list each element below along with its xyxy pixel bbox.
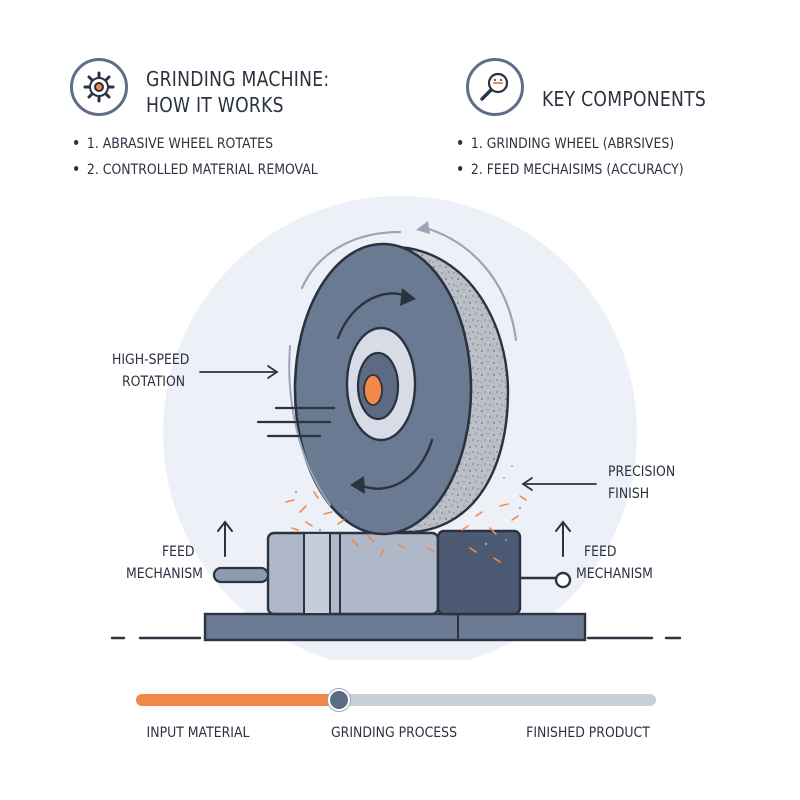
right-housing <box>436 529 522 616</box>
bullet-dot <box>458 165 463 171</box>
sparks <box>285 491 527 563</box>
feed-left-up-arrow <box>217 520 233 557</box>
left-panel-title-line2: HOW IT WORKS <box>146 93 284 117</box>
speed-lines <box>256 406 336 438</box>
base-plate <box>203 612 587 642</box>
precision-pointer-arrow <box>521 477 597 491</box>
left-feed-shaft <box>212 566 270 584</box>
precision-label-line2: FINISH <box>608 486 650 502</box>
feed-left-label-line1: FEED <box>162 544 195 560</box>
left-bullet-2-text: 2. CONTROLLED MATERIAL REMOVAL <box>86 162 318 178</box>
high-speed-label-line1: HIGH-SPEED <box>112 352 190 368</box>
stage-finished-product: FINISHED PRODUCT <box>526 725 650 741</box>
right-bullet-1-text: 1. GRINDING WHEEL (ABRSIVES) <box>470 136 675 152</box>
stage-input-material: INPUT MATERIAL <box>146 725 250 741</box>
grinding-machine-illustration <box>110 196 682 660</box>
high-speed-pointer-arrow <box>199 365 279 379</box>
feed-right-up-arrow <box>555 520 571 557</box>
feed-left-label-line2: MECHANISM <box>126 566 203 582</box>
gear-icon-badge <box>70 58 128 116</box>
magnifier-icon-badge <box>466 58 524 116</box>
left-bullet-2: 2. CONTROLLED MATERIAL REMOVAL <box>74 160 318 180</box>
feed-right-label-line1: FEED <box>584 544 617 560</box>
precision-label-line1: PRECISION <box>608 464 676 480</box>
right-bullet-2-text: 2. FEED MECHAISIMS (ACCURACY) <box>470 162 684 178</box>
left-bullet-1: 1. ABRASIVE WHEEL ROTATES <box>74 134 273 154</box>
high-speed-label-line2: ROTATION <box>122 374 186 390</box>
right-panel-title: KEY COMPONENTS <box>542 87 707 111</box>
wheel-axle <box>363 374 383 406</box>
stage-grinding-process: GRINDING PROCESS <box>331 725 457 741</box>
left-bullet-1-text: 1. ABRASIVE WHEEL ROTATES <box>86 136 273 152</box>
left-panel-title-line1: GRINDING MACHINE: <box>146 67 330 91</box>
left-housing <box>266 531 440 616</box>
right-feed-knob <box>554 571 572 589</box>
right-bullet-2: 2. FEED MECHAISIMS (ACCURACY) <box>458 160 684 180</box>
gear-icon <box>83 71 115 103</box>
bullet-dot <box>74 165 79 171</box>
magnifier-icon <box>480 72 509 101</box>
right-bullet-1: 1. GRINDING WHEEL (ABRSIVES) <box>458 134 674 154</box>
feed-right-label-line2: MECHANISM <box>576 566 653 582</box>
process-progress-fill <box>136 694 339 706</box>
outer-rotation-arrow <box>300 230 402 290</box>
bullet-dot <box>458 139 463 145</box>
face-rotation-arrow-bottom <box>356 438 434 490</box>
bullet-dot <box>74 139 79 145</box>
process-knob[interactable] <box>328 689 350 711</box>
